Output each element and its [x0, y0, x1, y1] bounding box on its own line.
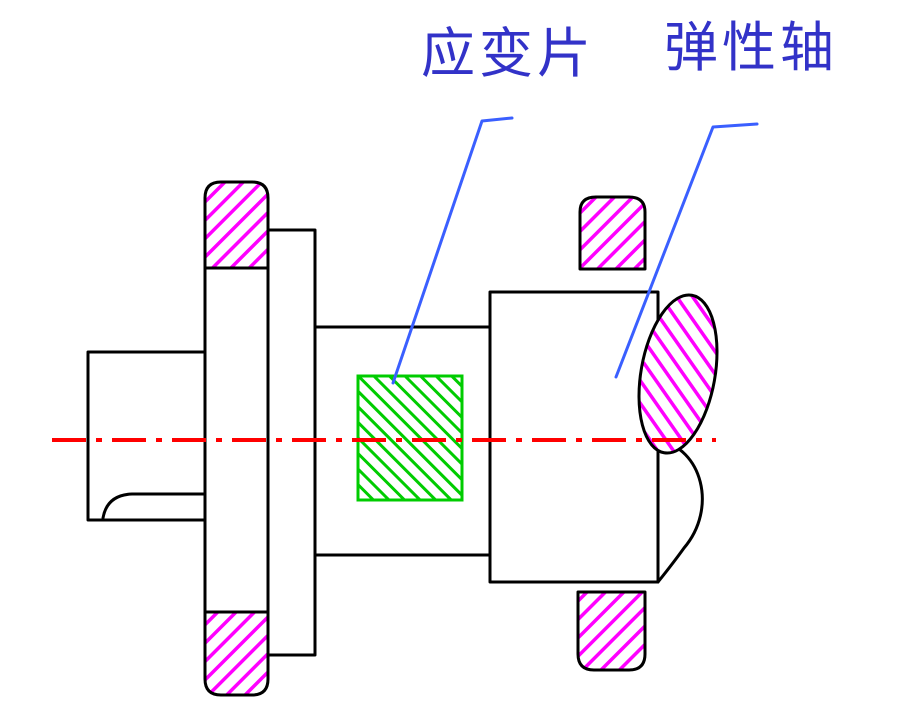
leader-line-strain-gauge — [391, 116, 514, 385]
right-housing-bulge — [656, 438, 704, 584]
bearing-bottom-left — [203, 610, 270, 697]
bearing-bottom-right — [576, 590, 647, 672]
bearing-top-left — [203, 180, 270, 270]
bearing-ellipse-right — [637, 293, 719, 455]
label-elastic-shaft: 弹性轴 — [664, 18, 838, 78]
bearing-top-right — [578, 195, 647, 271]
left-shaft-keyway — [101, 492, 206, 520]
flange-plate-outer — [266, 228, 317, 657]
leader-line-elastic-shaft — [614, 122, 759, 379]
left-shaft-stub — [86, 350, 207, 522]
label-strain-gauge: 应变片 — [421, 24, 595, 84]
